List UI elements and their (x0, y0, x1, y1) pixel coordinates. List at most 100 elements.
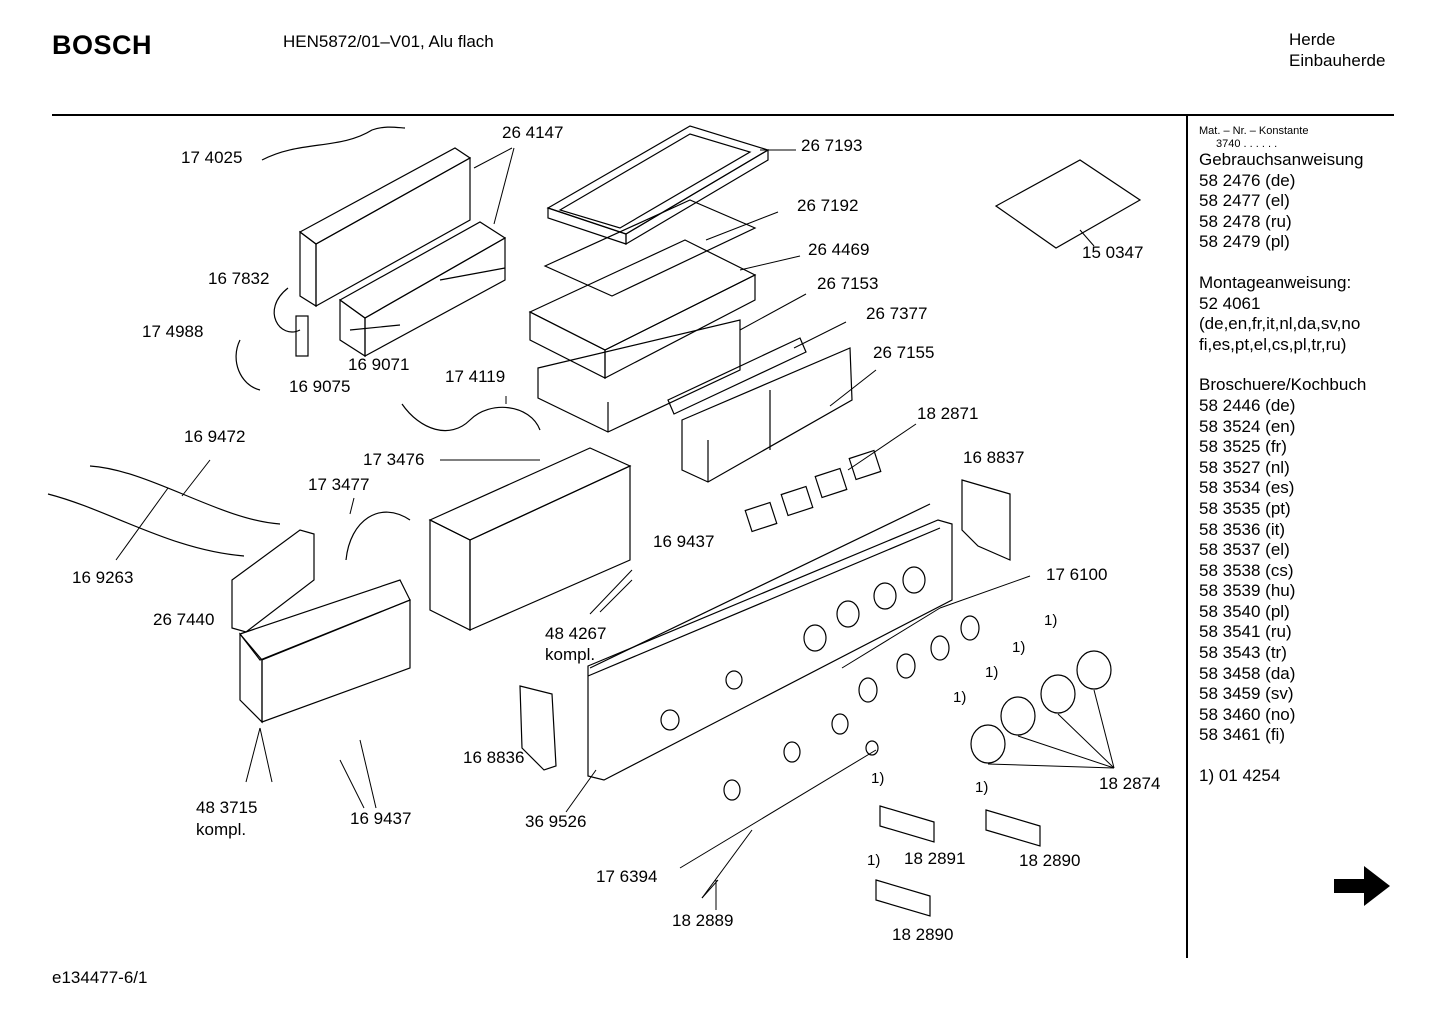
part-label: 18 2890 (892, 925, 954, 944)
footnote-marker: 1) (1012, 639, 1026, 656)
part-label: 17 4119 (445, 367, 506, 386)
footnote-marker: 1) (871, 770, 885, 787)
housing-part (537, 319, 741, 433)
part-label: 16 7832 (208, 269, 270, 288)
reference-spacer (1199, 746, 1389, 766)
constant-heading: Mat. – Nr. – Konstante (1199, 125, 1309, 137)
part-label: 26 7192 (797, 196, 859, 215)
part-label: 26 7377 (866, 304, 928, 323)
reference-spacer (1199, 253, 1389, 273)
part-label: 26 4147 (502, 123, 564, 142)
category-line-1: Herde (1289, 30, 1336, 49)
bracket-left-part (519, 685, 557, 771)
reference-line: 58 3541 (ru) (1199, 622, 1292, 642)
part-label: 17 3476 (363, 450, 425, 469)
reference-line: 58 2477 (el) (1199, 191, 1290, 211)
part-label: 17 3477 (308, 475, 370, 494)
part-label: 26 7153 (817, 274, 879, 293)
reference-column: Mat. – Nr. – Konstante 3740 . . . . . . … (1199, 124, 1389, 787)
reference-line: fi,es,pt,el,cs,pl,tr,ru) (1199, 334, 1347, 354)
footnote-marker: 1) (867, 852, 881, 869)
part-label: 18 2871 (917, 404, 979, 423)
reference-line: 58 3538 (cs) (1199, 560, 1294, 580)
reference-line: 58 3461 (fi) (1199, 725, 1285, 745)
part-label: 18 2874 (1099, 774, 1161, 793)
switch-block-part (681, 347, 853, 483)
part-label: 16 8837 (963, 448, 1025, 467)
footnote-marker: 1) (953, 689, 967, 706)
part-label: 48 4267 (545, 624, 607, 643)
footnote-marker: 1) (1044, 612, 1058, 629)
footnote-marker: 1) (975, 779, 989, 796)
reference-line: Montageanweisung: (1199, 272, 1352, 292)
part-label: 17 4988 (142, 322, 204, 341)
control-board-part (528, 199, 757, 379)
reference-line: 58 3527 (nl) (1199, 457, 1290, 477)
switch-assembly-part (235, 221, 507, 391)
part-label: 48 3715 (196, 798, 258, 817)
part-label: 16 9437 (653, 532, 715, 551)
part-label: 18 2890 (1019, 851, 1081, 870)
part-label: 16 9071 (348, 355, 410, 374)
sidebar-rule (1186, 114, 1188, 958)
trim-strip-part (589, 503, 931, 669)
part-label: 16 9075 (289, 377, 351, 396)
document-id: e134477-6/1 (52, 968, 148, 987)
card-part (231, 529, 315, 633)
screw-bag-part (994, 159, 1142, 249)
reference-line: 58 3536 (it) (1199, 519, 1285, 539)
part-label: 18 2889 (672, 911, 734, 930)
part-label: 16 9263 (72, 568, 134, 587)
reference-line: 58 2478 (ru) (1199, 211, 1292, 231)
reference-line: Broschuere/Kochbuch (1199, 375, 1367, 395)
part-label: 26 7155 (873, 343, 935, 362)
arrow-right-icon[interactable] (1334, 866, 1390, 906)
reference-line: (de,en,fr,it,nl,da,sv,no (1199, 314, 1361, 334)
reference-line: 58 3525 (fr) (1199, 437, 1287, 457)
part-label: 15 0347 (1082, 243, 1144, 262)
strip-part (667, 337, 807, 415)
part-label: 16 9437 (350, 809, 412, 828)
bracket-right-part (961, 479, 1011, 561)
reference-line: 58 3537 (el) (1199, 540, 1290, 560)
reference-line: 58 3543 (tr) (1199, 643, 1287, 663)
module-48-4267-part (428, 447, 632, 631)
part-label: kompl. (545, 645, 596, 664)
reference-line: 58 3458 (da) (1199, 663, 1296, 683)
reference-line: 58 2446 (de) (1199, 395, 1296, 415)
cable-17-4119 (401, 403, 541, 432)
reference-line: 58 3534 (es) (1199, 478, 1295, 498)
leader-lines (115, 147, 1115, 910)
model-title: HEN5872/01–V01, Alu flach (283, 32, 494, 51)
reference-line: Gebrauchsanweisung (1199, 150, 1364, 169)
category: Herde Einbauherde (1289, 29, 1385, 71)
cable-16-9472 (89, 465, 281, 525)
part-label: 36 9526 (525, 812, 587, 831)
frame-part (546, 125, 770, 246)
reference-line: 52 4061 (1199, 293, 1261, 313)
exploded-view-drawing (47, 125, 1142, 917)
header-rule (52, 114, 1394, 116)
reference-line: 58 3524 (en) (1199, 416, 1296, 436)
reference-line: 58 2476 (de) (1199, 170, 1296, 190)
part-label: 17 6394 (596, 867, 658, 886)
part-label: 26 7440 (153, 610, 215, 629)
knobs-part (970, 650, 1112, 764)
reference-line: 58 2479 (pl) (1199, 232, 1290, 252)
cable-17-3477 (345, 511, 411, 561)
reference-line: 58 3460 (no) (1199, 704, 1296, 724)
reference-spacer (1199, 355, 1389, 375)
part-label: 16 9472 (184, 427, 246, 446)
rings-part (723, 615, 980, 801)
shafts-part (875, 805, 1041, 917)
brand-logo: BOSCH (52, 30, 153, 60)
cable-16-9263 (47, 493, 245, 557)
reference-line: 58 3535 (pt) (1199, 498, 1291, 518)
reference-line: 1) 01 4254 (1199, 766, 1281, 786)
constant-value: 3740 . . . . . . (1216, 138, 1278, 150)
part-label: 26 7193 (801, 136, 863, 155)
part-label: 18 2891 (904, 849, 966, 868)
category-line-2: Einbauherde (1289, 51, 1386, 70)
footnote-marker: 1) (985, 664, 999, 681)
